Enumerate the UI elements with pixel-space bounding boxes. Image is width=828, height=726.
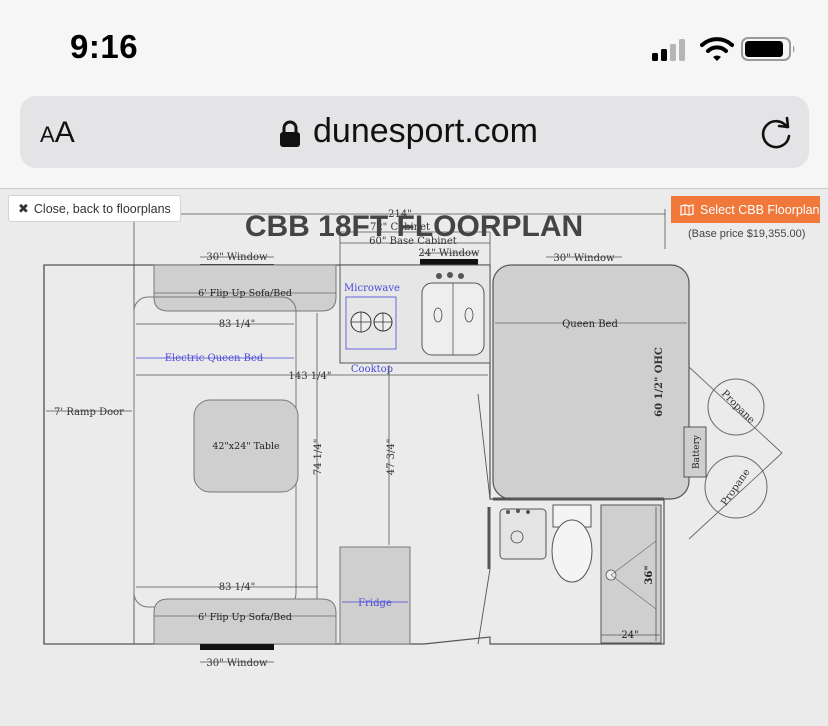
electric-bed-label: Electric Queen Bed (165, 353, 264, 364)
web-content: 214" 72" Cabinet 60" Base Cabinet 30" Wi… (0, 189, 828, 726)
cellular-signal-icon (652, 39, 685, 61)
cooktop-label: Cooktop (351, 364, 393, 375)
close-icon: ✖ (18, 200, 29, 216)
fridge-label: Fridge (358, 598, 392, 609)
battery-icon (741, 37, 795, 61)
dim-83-bottom-label: 83 1/4" (219, 582, 256, 593)
ramp-door-label: 7' Ramp Door (54, 407, 124, 418)
sofa-top-label: 6' Flip Up Sofa/Bed (198, 288, 292, 299)
reload-icon[interactable] (757, 114, 795, 152)
address-bar[interactable]: AA dunesport.com (20, 96, 809, 168)
text-size-button[interactable]: AA (40, 116, 75, 149)
microwave-label: Microwave (344, 283, 400, 294)
map-icon (680, 203, 694, 216)
queen-bed-label: Queen Bed (562, 319, 618, 330)
window-bottom-label: 30" Window (206, 658, 268, 669)
select-floorplan-label: Select CBB Floorplan (700, 202, 820, 217)
propane-top-label: Propane (719, 388, 757, 426)
dim-24-label: 24" (621, 630, 638, 641)
window-24-label: 24" Window (418, 248, 480, 259)
close-back-label: Close, back to floorplans (33, 201, 171, 216)
overall-width-label: 214" (388, 209, 412, 220)
wifi-icon (700, 37, 734, 61)
base-price: (Base price $19,355.00) (688, 228, 806, 240)
table-label: 42"x24" Table (212, 441, 280, 452)
browser-toolbar: AA dunesport.com (0, 92, 828, 189)
propane-bottom-label: Propane (719, 467, 752, 508)
dim-36-label: 36" (644, 565, 655, 584)
dim-74-label: 74 1/4" (313, 439, 324, 476)
status-bar: 9:16 (0, 0, 828, 92)
dim-143-label: 143 1/4" (289, 371, 332, 382)
floorplan-drawing: 214" 72" Cabinet 60" Base Cabinet 30" Wi… (43, 209, 783, 669)
floorplan-title: CBB 18FT FLOORPLAN (244, 210, 584, 243)
select-floorplan-button[interactable]: Select CBB Floorplan (671, 196, 820, 223)
lock-icon (280, 120, 300, 147)
sofa-bottom-label: 6' Flip Up Sofa/Bed (198, 612, 292, 623)
window-top-left-label: 30" Window (206, 252, 268, 263)
close-back-button[interactable]: ✖ Close, back to floorplans (8, 195, 181, 222)
ohc-label: 60 1/2" OHC (654, 347, 665, 417)
base-cabinet-label: 60" Base Cabinet (369, 236, 457, 247)
battery-label: Battery (692, 434, 702, 469)
dim-47-label: 47 3/4" (386, 439, 397, 476)
url-domain[interactable]: dunesport.com (313, 112, 538, 150)
upper-cabinet-label: 72" Cabinet (370, 222, 430, 233)
dim-83-top-label: 83 1/4" (219, 319, 256, 330)
status-time: 9:16 (70, 28, 139, 65)
window-top-right-label: 30" Window (553, 253, 615, 264)
